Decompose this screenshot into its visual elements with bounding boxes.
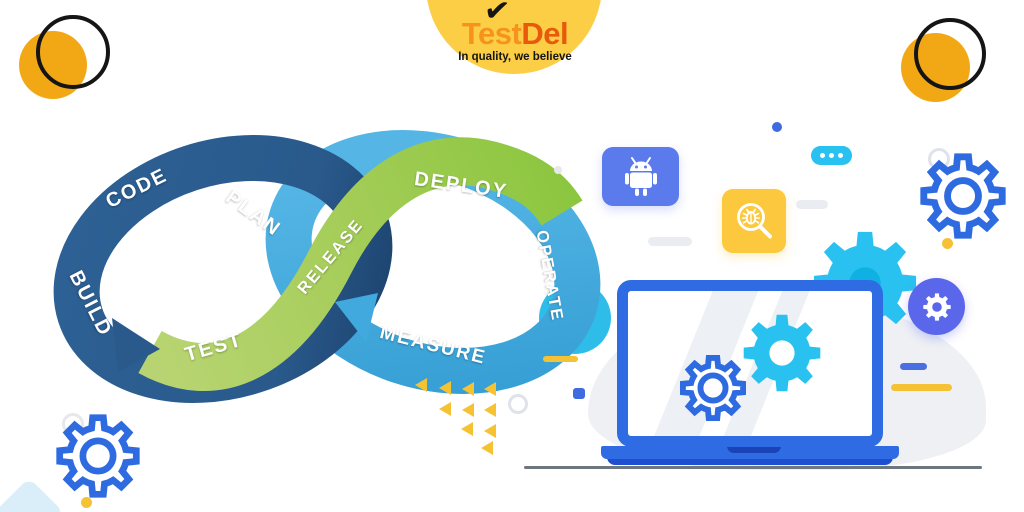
gear-outline-icon — [56, 414, 140, 498]
gear-outline-icon — [920, 153, 1006, 239]
laptop-icon — [617, 280, 883, 447]
loop-band-test-release-deploy — [138, 137, 583, 391]
gear-outline-icon — [680, 355, 746, 421]
settings-gear-badge-icon — [908, 278, 965, 335]
decor-gray-pill — [648, 237, 692, 246]
decor-ring-circle-right — [914, 18, 986, 90]
decor-triangle — [484, 403, 496, 417]
bug-test-card — [722, 189, 786, 253]
decor-blue-square — [573, 388, 585, 399]
bug-magnifier-icon — [737, 203, 772, 239]
decor-triangle — [461, 422, 473, 436]
decor-gray-dot — [554, 166, 562, 174]
decor-triangle — [439, 381, 451, 395]
decor-triangle — [439, 402, 451, 416]
decor-yellow-dot — [81, 497, 92, 508]
brand-name: TestDel — [430, 16, 600, 52]
decor-triangle — [462, 403, 474, 417]
decor-triangle — [484, 382, 496, 396]
decor-triangle — [481, 441, 493, 455]
laptop-base-notch — [727, 446, 781, 453]
brand-tagline: In quality, we believe — [458, 51, 572, 63]
brand-name-secondary: Del — [521, 16, 569, 51]
ellipsis-pill-icon — [811, 146, 852, 165]
gear-filled-icon — [743, 314, 821, 392]
decor-yellow-dash-right — [891, 384, 952, 391]
android-card — [602, 147, 679, 206]
brand-name-primary: Test — [461, 16, 522, 51]
decor-triangle — [484, 424, 496, 438]
decor-yellow-dot — [942, 238, 953, 249]
decor-blue-dash — [900, 363, 927, 370]
decor-triangle — [415, 378, 427, 392]
decor-ring-dot — [508, 394, 528, 414]
measure-arrowhead — [335, 293, 378, 342]
laptop-base-lip — [607, 457, 893, 465]
decor-blue-dot — [772, 122, 782, 132]
android-icon — [624, 157, 657, 196]
decor-yellow-dash-left — [543, 356, 578, 362]
decor-triangle — [462, 382, 474, 396]
decor-gray-pill — [796, 200, 828, 209]
build-arrowhead — [112, 318, 160, 372]
ground-line — [524, 466, 982, 469]
decor-ring-circle-left — [36, 15, 110, 89]
